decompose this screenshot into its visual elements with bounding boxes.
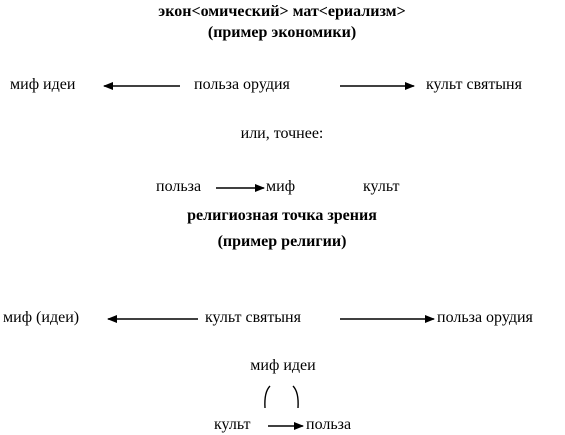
section1-subtitle: (пример экономики) — [207, 24, 357, 41]
section1-left-term: миф идеи — [10, 76, 76, 93]
section2-subtitle: (пример религии) — [217, 233, 347, 250]
section2-alt-top: миф идеи — [250, 357, 316, 374]
section2-right-term: польза орудия — [437, 309, 533, 326]
section2-alt-bottom-right: польза — [306, 416, 352, 433]
section1-alt-left: польза — [156, 178, 202, 195]
section1-alt-middle: миф — [266, 178, 296, 195]
section1-title: экон<омический> мат<ериализм> — [158, 3, 406, 20]
section1-alt-right: культ — [363, 178, 400, 195]
section2-left-term: миф (идеи) — [3, 309, 80, 326]
section1-right-term: культ святыня — [426, 76, 522, 93]
connector-text: или, точнее: — [240, 125, 324, 142]
bracket-left — [264, 385, 271, 409]
section1-center-term: польза орудия — [194, 76, 290, 93]
section2-alt-bottom-left: культ — [214, 416, 251, 433]
section2-title: религиозная точка зрения — [187, 207, 377, 224]
bracket-right — [292, 385, 299, 409]
section2-center-term: культ святыня — [205, 309, 301, 326]
